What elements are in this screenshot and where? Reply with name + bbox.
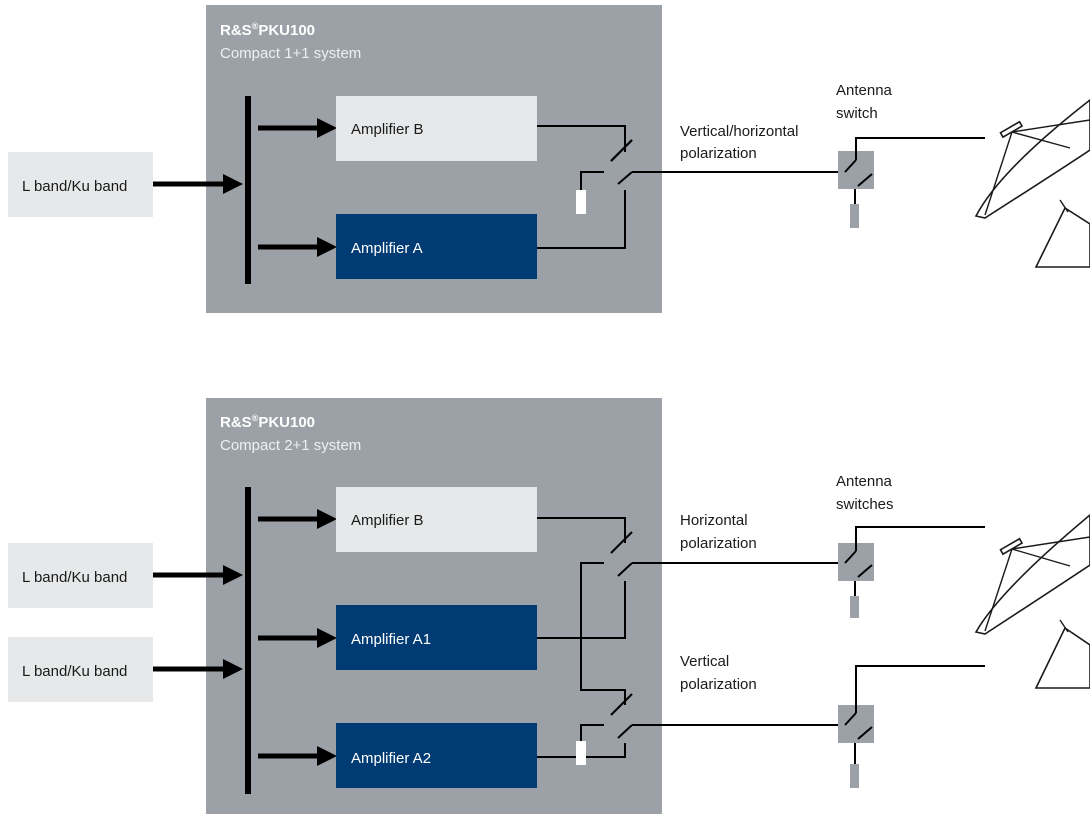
- satellite-dish-icon: [974, 98, 1090, 268]
- input-label: L band/Ku band: [22, 178, 127, 195]
- system-name: R&S®PKU100: [220, 413, 315, 431]
- system-subtitle: Compact 2+1 system: [220, 437, 361, 454]
- polarization-label-line2: polarization: [680, 145, 757, 162]
- input-label-1: L band/Ku band: [22, 569, 127, 586]
- polarization-label: Vertical/horizontal: [680, 123, 798, 140]
- dummy-load: [576, 190, 586, 214]
- system-subtitle: Compact 1+1 system: [220, 45, 361, 62]
- diagram-compact-2plus1: R&S®PKU100 Compact 2+1 system L band/Ku …: [8, 398, 1090, 814]
- antenna-switches-label: Antenna: [836, 473, 893, 490]
- antenna-switches-label-line2: switches: [836, 496, 894, 513]
- horizontal-polarization-label-line2: polarization: [680, 535, 757, 552]
- amplifier-b-box: [336, 487, 537, 552]
- antenna-switch-label: Antenna: [836, 82, 893, 99]
- splitter-bar: [245, 487, 251, 794]
- satellite-dish-icon: [974, 513, 1090, 689]
- vertical-polarization-label-line2: polarization: [680, 676, 757, 693]
- amplifier-a1-label: Amplifier A1: [351, 631, 431, 648]
- amplifier-b-label: Amplifier B: [351, 512, 424, 529]
- amplifier-b-label: Amplifier B: [351, 121, 424, 138]
- amplifier-a-box: [336, 214, 537, 279]
- input-box: [8, 152, 153, 217]
- amplifier-a1-box: [336, 605, 537, 670]
- splitter-bar: [245, 96, 251, 284]
- amplifier-a2-box: [336, 723, 537, 788]
- antenna-switch-label-line2: switch: [836, 105, 878, 122]
- dummy-load: [576, 741, 586, 765]
- amplifier-a2-label: Amplifier A2: [351, 750, 431, 767]
- system-name: R&S®PKU100: [220, 21, 315, 39]
- input-box-2: [8, 637, 153, 702]
- vertical-polarization-label: Vertical: [680, 653, 729, 670]
- horizontal-polarization-label: Horizontal: [680, 512, 748, 529]
- amplifier-b-box: [336, 96, 537, 161]
- antenna-load-upper: [850, 596, 859, 618]
- antenna-load-lower: [850, 764, 859, 788]
- input-label-2: L band/Ku band: [22, 663, 127, 680]
- input-box-1: [8, 543, 153, 608]
- amplifier-a-label: Amplifier A: [351, 240, 423, 257]
- diagram-compact-1plus1: R&S®PKU100 Compact 1+1 system L band/Ku …: [8, 5, 1090, 313]
- antenna-load: [850, 204, 859, 228]
